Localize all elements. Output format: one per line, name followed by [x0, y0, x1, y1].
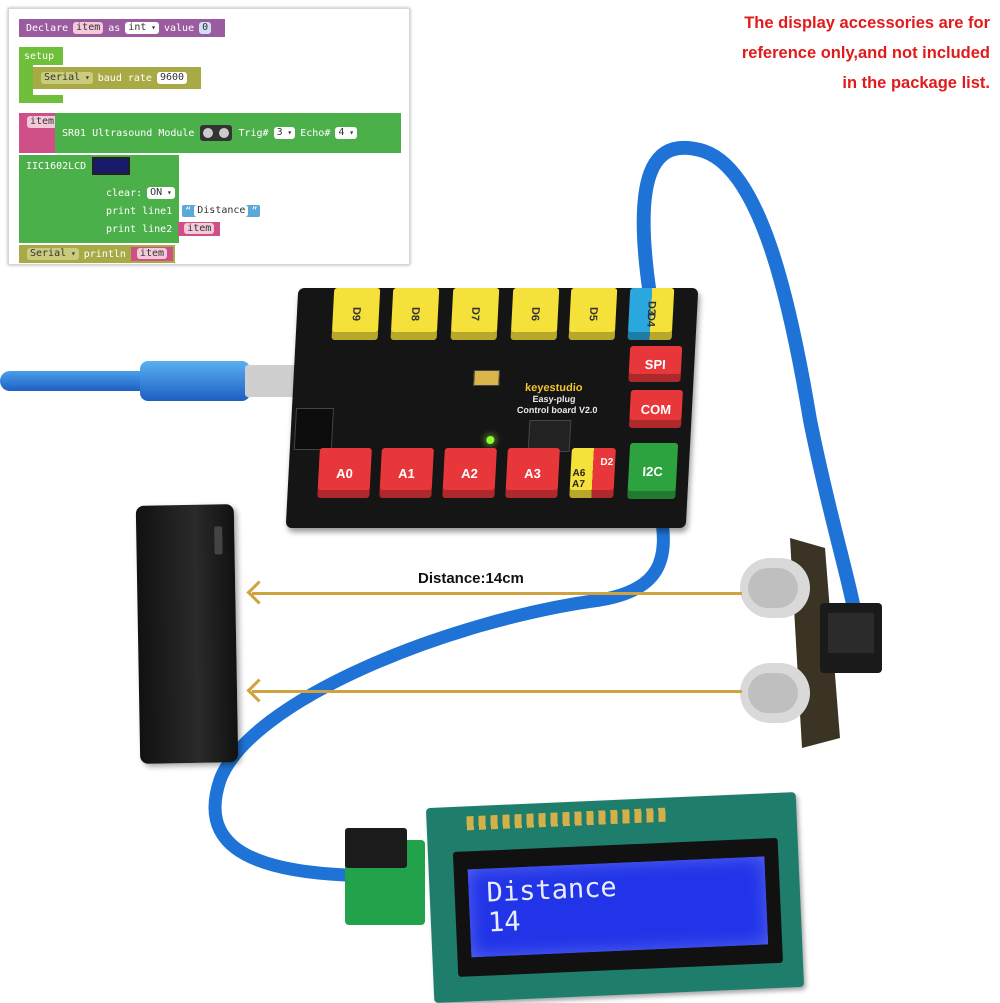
port-d2-a6-a7[interactable]: D2 A6 A7 [569, 448, 616, 498]
lcd-display: Distance 14 [425, 792, 805, 1003]
port-d5[interactable]: D5 [568, 288, 618, 340]
power-led [486, 436, 495, 444]
lcd-line1-row[interactable]: print line1 “ Distance ” [99, 203, 279, 219]
lcd-bezel: Distance 14 [452, 837, 784, 977]
string-literal-block[interactable]: “ Distance ” [182, 205, 261, 217]
disclaimer-notice: The display accessories are for referenc… [741, 14, 990, 92]
board-to-lcd-cable [208, 503, 670, 882]
ultrasound-module-icon [200, 125, 233, 141]
pin-header [473, 370, 500, 386]
serial-println-block[interactable]: Serial println item [19, 245, 175, 263]
distance-arrow-bottom [252, 690, 742, 693]
port-i2c[interactable]: I2C [627, 443, 679, 499]
line2-var-block[interactable]: item [178, 222, 221, 236]
dc-jack [293, 408, 334, 450]
println-var-block[interactable]: item [130, 247, 174, 261]
board-brand: keyestudio [524, 382, 583, 394]
distance-arrow-top [252, 592, 742, 595]
board-name-line1: Easy-plug [532, 394, 576, 404]
ultrasound-block[interactable]: SR01 Ultrasound Module Trig# 3 Echo# 4 [55, 113, 401, 153]
usb-cable [0, 355, 310, 405]
lcd-connector [345, 828, 407, 868]
lcd-block[interactable]: IIC1602LCD [19, 155, 179, 177]
port-a2[interactable]: A2 [442, 448, 497, 498]
port-spi[interactable]: SPI [628, 346, 683, 382]
power-bank [135, 504, 239, 764]
board-name-line2: Control board V2.0 [516, 405, 598, 415]
setup-block-rail [19, 65, 33, 97]
lcd-line2-row[interactable]: print line2 item [99, 221, 249, 237]
block-code-panel: Declare item as int value 0 setup Serial… [8, 8, 410, 265]
lcd-clear-row[interactable]: clear: ON [99, 185, 179, 201]
port-d6[interactable]: D6 [510, 288, 560, 340]
port-d7[interactable]: D7 [450, 288, 500, 340]
port-d9[interactable]: D9 [331, 288, 381, 340]
control-board: D9 D8 D7 D6 D5 D3 D4 SPI COM keyestudio … [285, 288, 699, 528]
port-a3[interactable]: A3 [505, 448, 560, 498]
i2c-to-sensor-cable [636, 140, 865, 637]
port-d3-d4[interactable]: D3 D4 [627, 288, 675, 340]
close-quote-icon: ” [251, 205, 258, 217]
port-com[interactable]: COM [628, 390, 683, 428]
setup-block-foot [19, 95, 63, 103]
ultrasonic-sensor [740, 538, 882, 748]
lcd-module-icon [92, 157, 131, 175]
port-d8[interactable]: D8 [390, 288, 440, 340]
distance-label: Distance:14cm [418, 570, 524, 587]
ultrasound-var-block[interactable]: item [19, 113, 58, 153]
lcd-screen: Distance 14 [467, 856, 769, 958]
port-a1[interactable]: A1 [379, 448, 434, 498]
declare-block[interactable]: Declare item as int value 0 [19, 19, 225, 37]
setup-block[interactable]: setup [19, 47, 63, 65]
lcd-pin-header [466, 807, 667, 831]
open-quote-icon: “ [185, 205, 192, 217]
port-a0[interactable]: A0 [317, 448, 372, 498]
serial-baud-block[interactable]: Serial baud rate 9600 [33, 67, 201, 89]
